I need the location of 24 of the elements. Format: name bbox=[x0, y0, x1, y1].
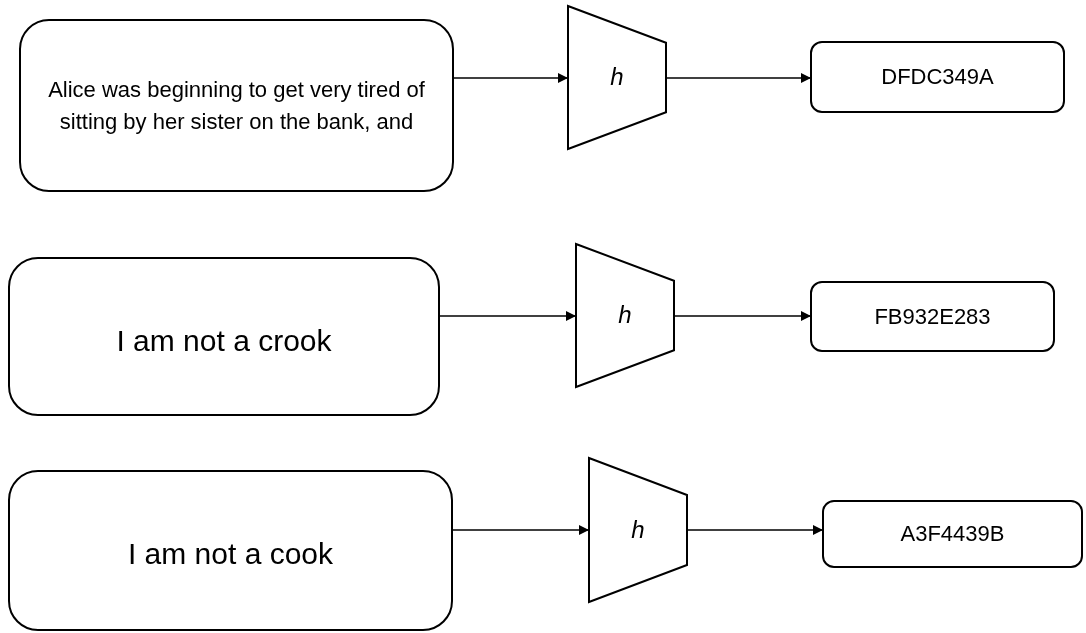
box-text: I am not a crook bbox=[116, 323, 332, 359]
hash-function-trapezoid bbox=[567, 5, 667, 150]
hash-value-box bbox=[810, 281, 1055, 352]
box-text: FB932E283 bbox=[874, 302, 991, 331]
arrow bbox=[439, 311, 576, 321]
box-text: A3F4439B bbox=[900, 520, 1005, 549]
arrow bbox=[687, 525, 823, 535]
arrow bbox=[666, 73, 811, 83]
hash-function-trapezoid bbox=[588, 457, 688, 603]
hash-value-box bbox=[810, 41, 1065, 113]
function-label: h bbox=[618, 300, 632, 331]
box-text: I am not a cook bbox=[127, 536, 334, 572]
input-box bbox=[19, 19, 454, 192]
hash-value-box bbox=[822, 500, 1083, 568]
arrow bbox=[453, 73, 568, 83]
arrow bbox=[452, 525, 589, 535]
input-box bbox=[8, 257, 440, 416]
box-text: Alice was beginning to get very tired of sitting by her sister on the bank, and bbox=[47, 75, 426, 136]
function-label: h bbox=[610, 62, 624, 93]
input-box bbox=[8, 470, 453, 631]
box-text: DFDC349A bbox=[881, 63, 994, 92]
hash-function-trapezoid bbox=[575, 243, 675, 388]
arrow bbox=[674, 311, 811, 321]
function-label: h bbox=[631, 514, 645, 545]
